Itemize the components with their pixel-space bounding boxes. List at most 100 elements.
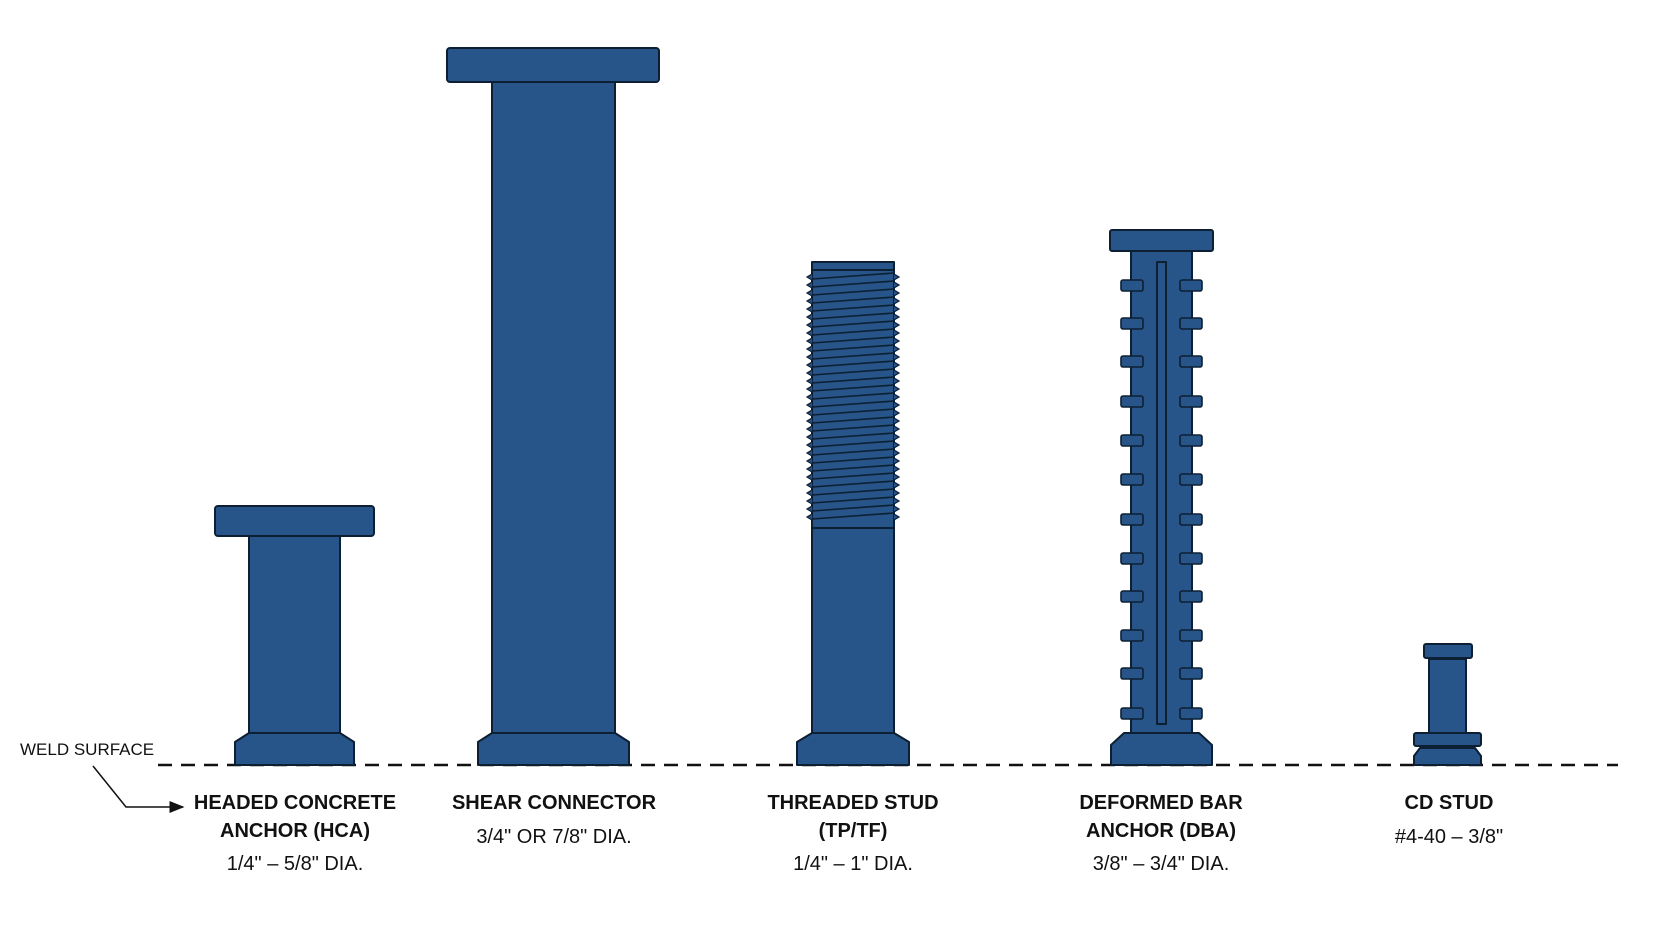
thread-notch [893, 417, 901, 425]
thread-line [811, 296, 895, 304]
thread-notch [805, 313, 813, 321]
thread-notch [805, 473, 813, 481]
dba-lug [1179, 434, 1203, 447]
dba-lug [1179, 552, 1203, 565]
thread-line [811, 376, 895, 384]
thread-notch [805, 441, 813, 449]
thread-line [811, 280, 895, 288]
dba-lug [1120, 395, 1144, 408]
thread-notch [805, 369, 813, 377]
thread-notch [893, 465, 901, 473]
weld-surface-label: WELD SURFACE [20, 740, 154, 759]
thread-notch [805, 353, 813, 361]
dba-lug [1179, 707, 1203, 720]
stud-dba-deformation-lugs [1120, 279, 1203, 720]
thread-notch [805, 497, 813, 505]
dba-lug [1179, 513, 1203, 526]
dba-lug [1120, 552, 1144, 565]
stud-threaded-top-cap [811, 261, 895, 271]
thread-line [811, 360, 895, 368]
thread-notch [893, 393, 901, 401]
dba-lug [1179, 395, 1203, 408]
thread-line [811, 440, 895, 448]
thread-line [811, 392, 895, 400]
thread-notch [893, 337, 901, 345]
thread-notch [805, 345, 813, 353]
stud-dba-title-line-1: DEFORMED BAR [1079, 792, 1243, 814]
thread-notch [893, 401, 901, 409]
stud-cd-graphic [1413, 643, 1482, 766]
thread-line [811, 368, 895, 376]
thread-notch [805, 505, 813, 513]
thread-notch [893, 369, 901, 377]
thread-line [811, 424, 895, 432]
thread-notch [805, 465, 813, 473]
stud-cd-flange [1413, 732, 1482, 747]
stud-hca-shank [248, 534, 341, 734]
stud-threaded-graphic [796, 261, 910, 766]
thread-line [811, 480, 895, 488]
thread-notch [805, 321, 813, 329]
thread-notch [893, 281, 901, 289]
thread-notch [805, 305, 813, 313]
thread-notch [805, 329, 813, 337]
stud-shear-label: SHEAR CONNECTOR 3/4" OR 7/8" DIA. [452, 792, 657, 848]
dba-lug [1179, 667, 1203, 680]
stud-cd-weld-base [1413, 747, 1482, 766]
stud-cd-label: CD STUD #4-40 – 3/8" [1395, 792, 1503, 848]
thread-notch [893, 481, 901, 489]
stud-dba-rib [1156, 261, 1167, 725]
thread-notch [893, 321, 901, 329]
thread-notch [805, 417, 813, 425]
thread-line [811, 472, 895, 480]
thread-notch [893, 505, 901, 513]
stud-shear-weld-base [477, 732, 630, 766]
stud-cd-shank [1428, 658, 1467, 734]
thread-notch [893, 473, 901, 481]
thread-notch [805, 433, 813, 441]
dba-lug [1179, 317, 1203, 330]
thread-line [811, 464, 895, 472]
stud-hca-weld-base [234, 732, 355, 766]
thread-notch [805, 513, 813, 521]
thread-notch [805, 449, 813, 457]
stud-hca-label: HEADED CONCRETE ANCHOR (HCA) 1/4" – 5/8"… [194, 792, 396, 875]
thread-line [811, 408, 895, 416]
thread-notch [805, 401, 813, 409]
thread-notch [893, 353, 901, 361]
thread-notch [805, 489, 813, 497]
thread-notch [805, 409, 813, 417]
stud-threaded-label: THREADED STUD (TP/TF) 1/4" – 1" DIA. [767, 792, 938, 875]
thread-line [811, 272, 895, 280]
stud-dba-title-line-2: ANCHOR (DBA) [1086, 820, 1236, 842]
stud-shear-graphic [446, 47, 660, 766]
thread-notch [805, 481, 813, 489]
dba-lug [1120, 590, 1144, 603]
dba-lug [1120, 279, 1144, 292]
thread-notch [805, 385, 813, 393]
thread-notch [893, 497, 901, 505]
thread-notch [893, 441, 901, 449]
thread-line [811, 304, 895, 312]
dba-lug [1179, 629, 1203, 642]
thread-notch [893, 513, 901, 521]
stud-threaded-plain-shank [811, 527, 895, 734]
stud-hca-title-line-2: ANCHOR (HCA) [220, 820, 370, 842]
thread-line [811, 456, 895, 464]
stud-cd-title-line-1: CD STUD [1405, 792, 1494, 814]
stud-cd-head [1423, 643, 1473, 659]
thread-notch [893, 457, 901, 465]
thread-notch [805, 337, 813, 345]
thread-notch [893, 345, 901, 353]
stud-hca-title-line-1: HEADED CONCRETE [194, 792, 396, 814]
dba-lug [1120, 355, 1144, 368]
dba-lug [1120, 667, 1144, 680]
thread-notch [893, 273, 901, 281]
stud-hca-head [214, 505, 375, 537]
stud-threaded-title-line-1: THREADED STUD [767, 792, 938, 814]
thread-notch [893, 297, 901, 305]
thread-notch [805, 425, 813, 433]
thread-notch [893, 433, 901, 441]
stud-shear-shank [491, 81, 616, 734]
stud-dba-label: DEFORMED BAR ANCHOR (DBA) 3/8" – 3/4" DI… [1079, 792, 1243, 875]
